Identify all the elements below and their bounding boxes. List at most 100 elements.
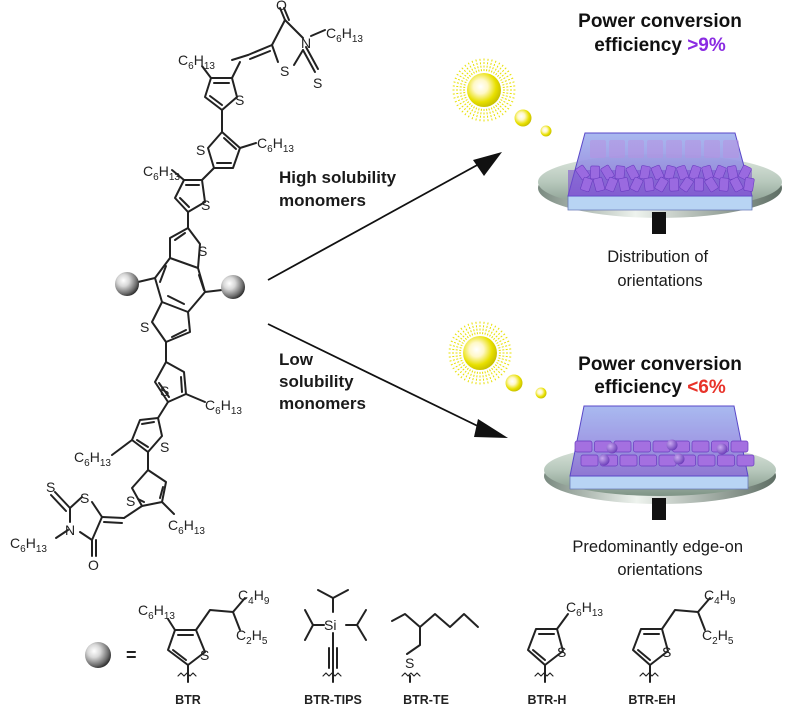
sun-ray (448, 344, 462, 349)
pathway-label-low: Low solubility monomers (279, 350, 366, 413)
arrow-up (267, 157, 491, 281)
sun-ray (452, 336, 464, 344)
crystallite-domain (666, 140, 682, 158)
atom-N: N (301, 35, 311, 51)
sun-ray (452, 362, 464, 370)
result-panel-high: Power conversion efficiency >9% Distribu… (452, 11, 782, 290)
sun-ray (497, 103, 507, 113)
crystallite-domain (685, 140, 701, 158)
substituent-butyl: C4H9 (704, 587, 736, 607)
sun-ray (486, 323, 493, 336)
sun-ray (448, 357, 462, 362)
crystallite-domain (691, 440, 710, 453)
pathway-label-high: High solubility monomers (279, 168, 401, 210)
sun-ray (482, 371, 485, 385)
substituent-hexyl: C6H13 (257, 135, 294, 155)
atom-S: S (557, 644, 566, 660)
atom-N: N (65, 522, 75, 538)
sun-ray (502, 81, 516, 86)
sun-ray (498, 355, 512, 358)
crystallite-domain (668, 177, 680, 192)
pce-value-line: efficiency <6% (594, 377, 726, 398)
sun-ray (454, 333, 466, 342)
variant-label: BTR-EH (628, 693, 675, 707)
crystallite-domain (743, 177, 755, 192)
sun-ray (461, 103, 471, 113)
stand (652, 212, 666, 234)
thiophene-ring: S C6H13 (196, 131, 294, 169)
sun-ray (463, 369, 471, 381)
solar-cell-device (538, 132, 782, 234)
crystallite-domain (738, 164, 752, 181)
sun-ray (456, 99, 468, 107)
crystallite-domain (639, 454, 657, 467)
crystallite-domain (704, 140, 720, 158)
sun-ray (450, 359, 463, 366)
atom-S: S (280, 63, 289, 79)
pce-title: Power conversion (578, 354, 742, 375)
atom-S: S (313, 75, 322, 91)
crystallite-domain (614, 165, 626, 180)
sun-ray (450, 340, 463, 347)
crystallite-domain (676, 164, 689, 181)
substituent-hexyl: C6H13 (143, 163, 180, 183)
sun-ray (493, 106, 501, 118)
sun-ray (467, 370, 474, 383)
crystallite-domain (723, 140, 739, 158)
crystallite-domain (713, 164, 727, 181)
sun-ray (484, 371, 489, 385)
sun-ray (497, 67, 507, 77)
side-chain-legend: = S C6H13 C4H9 C2H5 BTR (85, 587, 736, 707)
sun-ray (502, 94, 516, 99)
arrow-down (267, 323, 491, 433)
sun-ray (502, 85, 516, 88)
side-chain-ball-right (221, 275, 245, 299)
crystallite-domain (619, 454, 638, 467)
sun-ray (500, 99, 512, 107)
pce-value-high: >9% (687, 35, 726, 56)
crystallite-domain (629, 176, 644, 193)
sun-ray (461, 67, 471, 77)
sun-ray (490, 107, 497, 120)
sun-ray (482, 321, 485, 335)
thiophene-ring: S C6H13 (178, 52, 249, 111)
variant-label: BTR-TIPS (304, 693, 362, 707)
sun-ray (498, 348, 512, 351)
sun-ray (467, 106, 475, 118)
rhodanine-top: O N S S C6H13 (247, 0, 363, 91)
sun-ray (491, 367, 500, 379)
morphology-caption-low: Predominantly edge-on orientations (572, 538, 747, 579)
sun-ray (471, 371, 476, 385)
atom-S: S (198, 243, 207, 259)
sun-ray (452, 81, 466, 86)
rhodanine-bottom: S S N O C6H13 (10, 479, 125, 573)
sun-icon (452, 58, 552, 137)
sun-ray (493, 330, 503, 340)
sun-ray (467, 62, 475, 74)
variant-btr-te: S BTR-TE (391, 613, 479, 707)
sun-ray (497, 340, 510, 347)
aggregate-particle (598, 454, 610, 466)
thiophene-ring: S C6H13 (126, 469, 205, 537)
crystallite-domain (628, 140, 644, 158)
atom-Si: Si (324, 617, 336, 633)
sun-ray (479, 58, 482, 72)
atom-S: S (46, 479, 55, 495)
sun-ray (475, 371, 478, 385)
sun-ray (475, 108, 480, 122)
crystallite-domain (643, 177, 655, 192)
sun-ray (475, 321, 478, 335)
sun-ray (454, 77, 467, 84)
stand (652, 498, 666, 520)
substituent-hexyl: C6H13 (205, 397, 242, 417)
crystallite-domain (694, 177, 704, 192)
crystallite-domain (618, 177, 630, 192)
crystallite-domain (574, 440, 593, 453)
thiophene-ring: S C6H13 (74, 417, 169, 469)
pathway-high: High solubility monomers (267, 152, 502, 281)
sun-ray (501, 77, 514, 84)
sun-ray (448, 355, 462, 358)
crystallite-domain (590, 140, 606, 158)
sun-ray (496, 362, 508, 370)
